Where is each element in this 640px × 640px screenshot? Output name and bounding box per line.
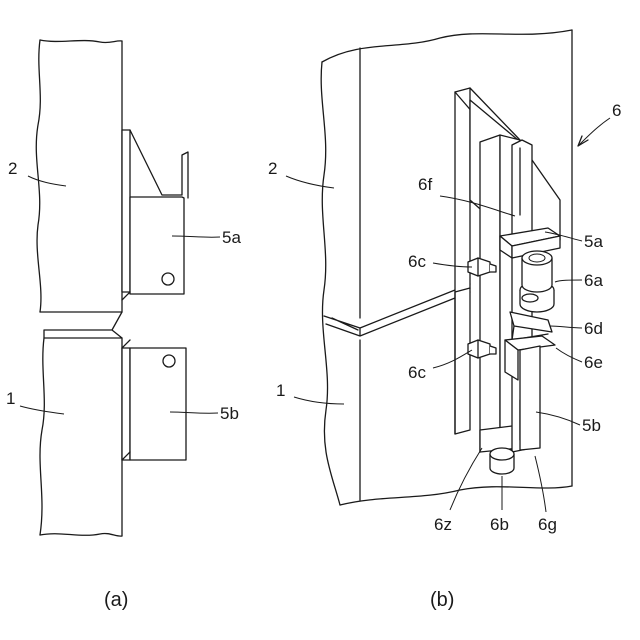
bracket-5b-b [520, 346, 540, 450]
panel-joint-b [324, 284, 470, 336]
panel-1-wavy-edge-a [40, 338, 44, 535]
label-1-a: 1 [6, 389, 15, 408]
panel-gap-a [40, 312, 122, 338]
bracket-5a [122, 130, 188, 300]
caption-a: (a) [104, 589, 128, 611]
label-5a-a: 5a [222, 228, 241, 247]
label-2-b: 2 [268, 159, 277, 178]
label-6g-b: 6g [538, 515, 557, 534]
label-6c-bottom-b: 6c [408, 363, 426, 382]
label-1-b: 1 [276, 381, 285, 400]
label-5b-a: 5b [220, 404, 239, 423]
top-break-a [40, 40, 122, 43]
bottom-break-a [40, 534, 122, 537]
back-plate-6 [455, 88, 470, 434]
label-6e-b: 6e [584, 353, 603, 372]
panel-2-wavy-edge-a [36, 40, 41, 312]
bolt-6b [490, 448, 514, 474]
figure-a: 2 5a 1 5b (a) [6, 40, 241, 611]
figure-b: 6 2 6f 5a 6c 6a 6d 6e 6c 1 5b 6z 6b 6g (… [268, 30, 621, 611]
label-6-b: 6 [612, 101, 621, 120]
bolt-6a [520, 251, 554, 312]
label-6b-b: 6b [490, 515, 509, 534]
label-6c-top-b: 6c [408, 252, 426, 271]
hole-5a [162, 273, 174, 285]
wavy-edge-b [321, 62, 340, 505]
label-6a-b: 6a [584, 271, 603, 290]
plate-6z [480, 135, 500, 452]
label-5a-b: 5a [584, 232, 603, 251]
label-6z-b: 6z [434, 515, 452, 534]
label-6d-b: 6d [584, 319, 603, 338]
bracket-5b [122, 340, 186, 460]
caption-b: (b) [430, 589, 454, 611]
hole-5b [163, 355, 175, 367]
label-6f-b: 6f [418, 175, 432, 194]
label-2-a: 2 [8, 159, 17, 178]
label-5b-b: 5b [582, 416, 601, 435]
